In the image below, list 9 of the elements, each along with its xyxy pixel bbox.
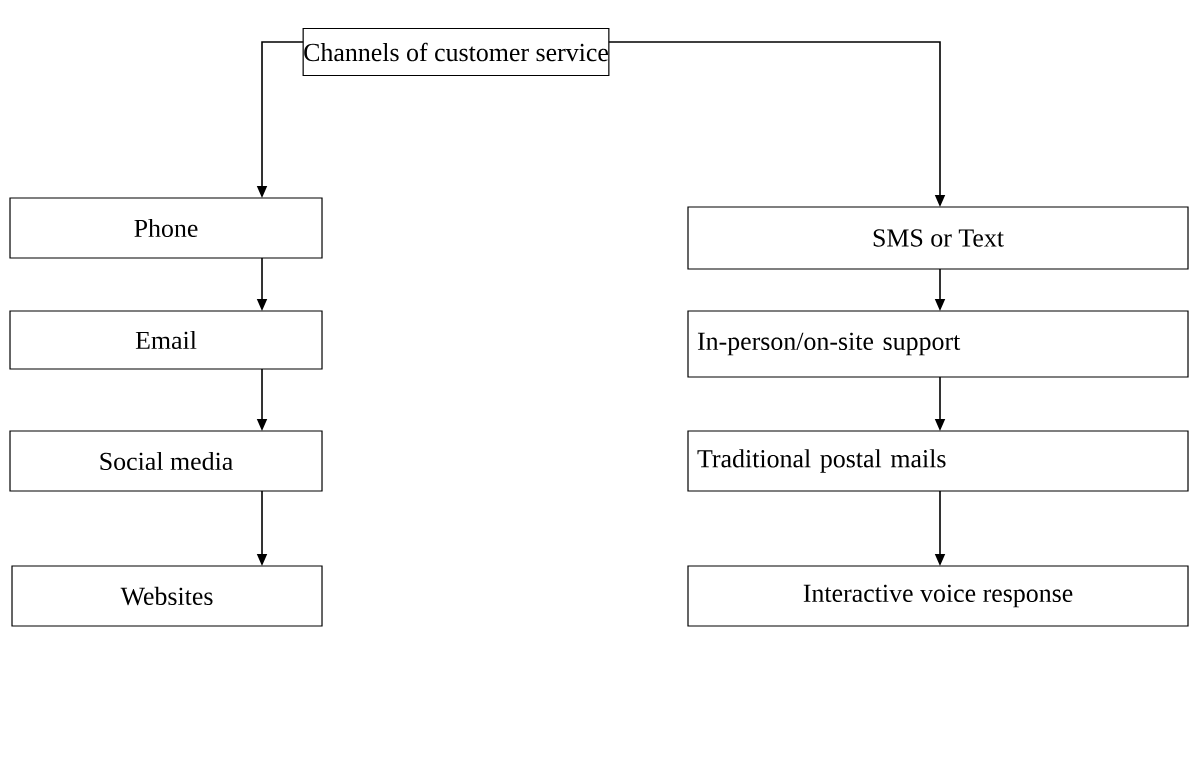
channel-box: In-person/on-site support	[687, 310, 1189, 378]
channel-box: Interactive voice response	[687, 565, 1189, 627]
channel-box: Email	[9, 310, 323, 370]
title-box: Channels of customer service	[302, 27, 610, 77]
channel-box: Phone	[9, 197, 323, 259]
channel-box: Social media	[9, 430, 323, 492]
channel-box: SMS or Text	[687, 206, 1189, 270]
channel-box: Traditional postal mails	[687, 430, 1189, 492]
channel-box: Websites	[11, 565, 323, 627]
